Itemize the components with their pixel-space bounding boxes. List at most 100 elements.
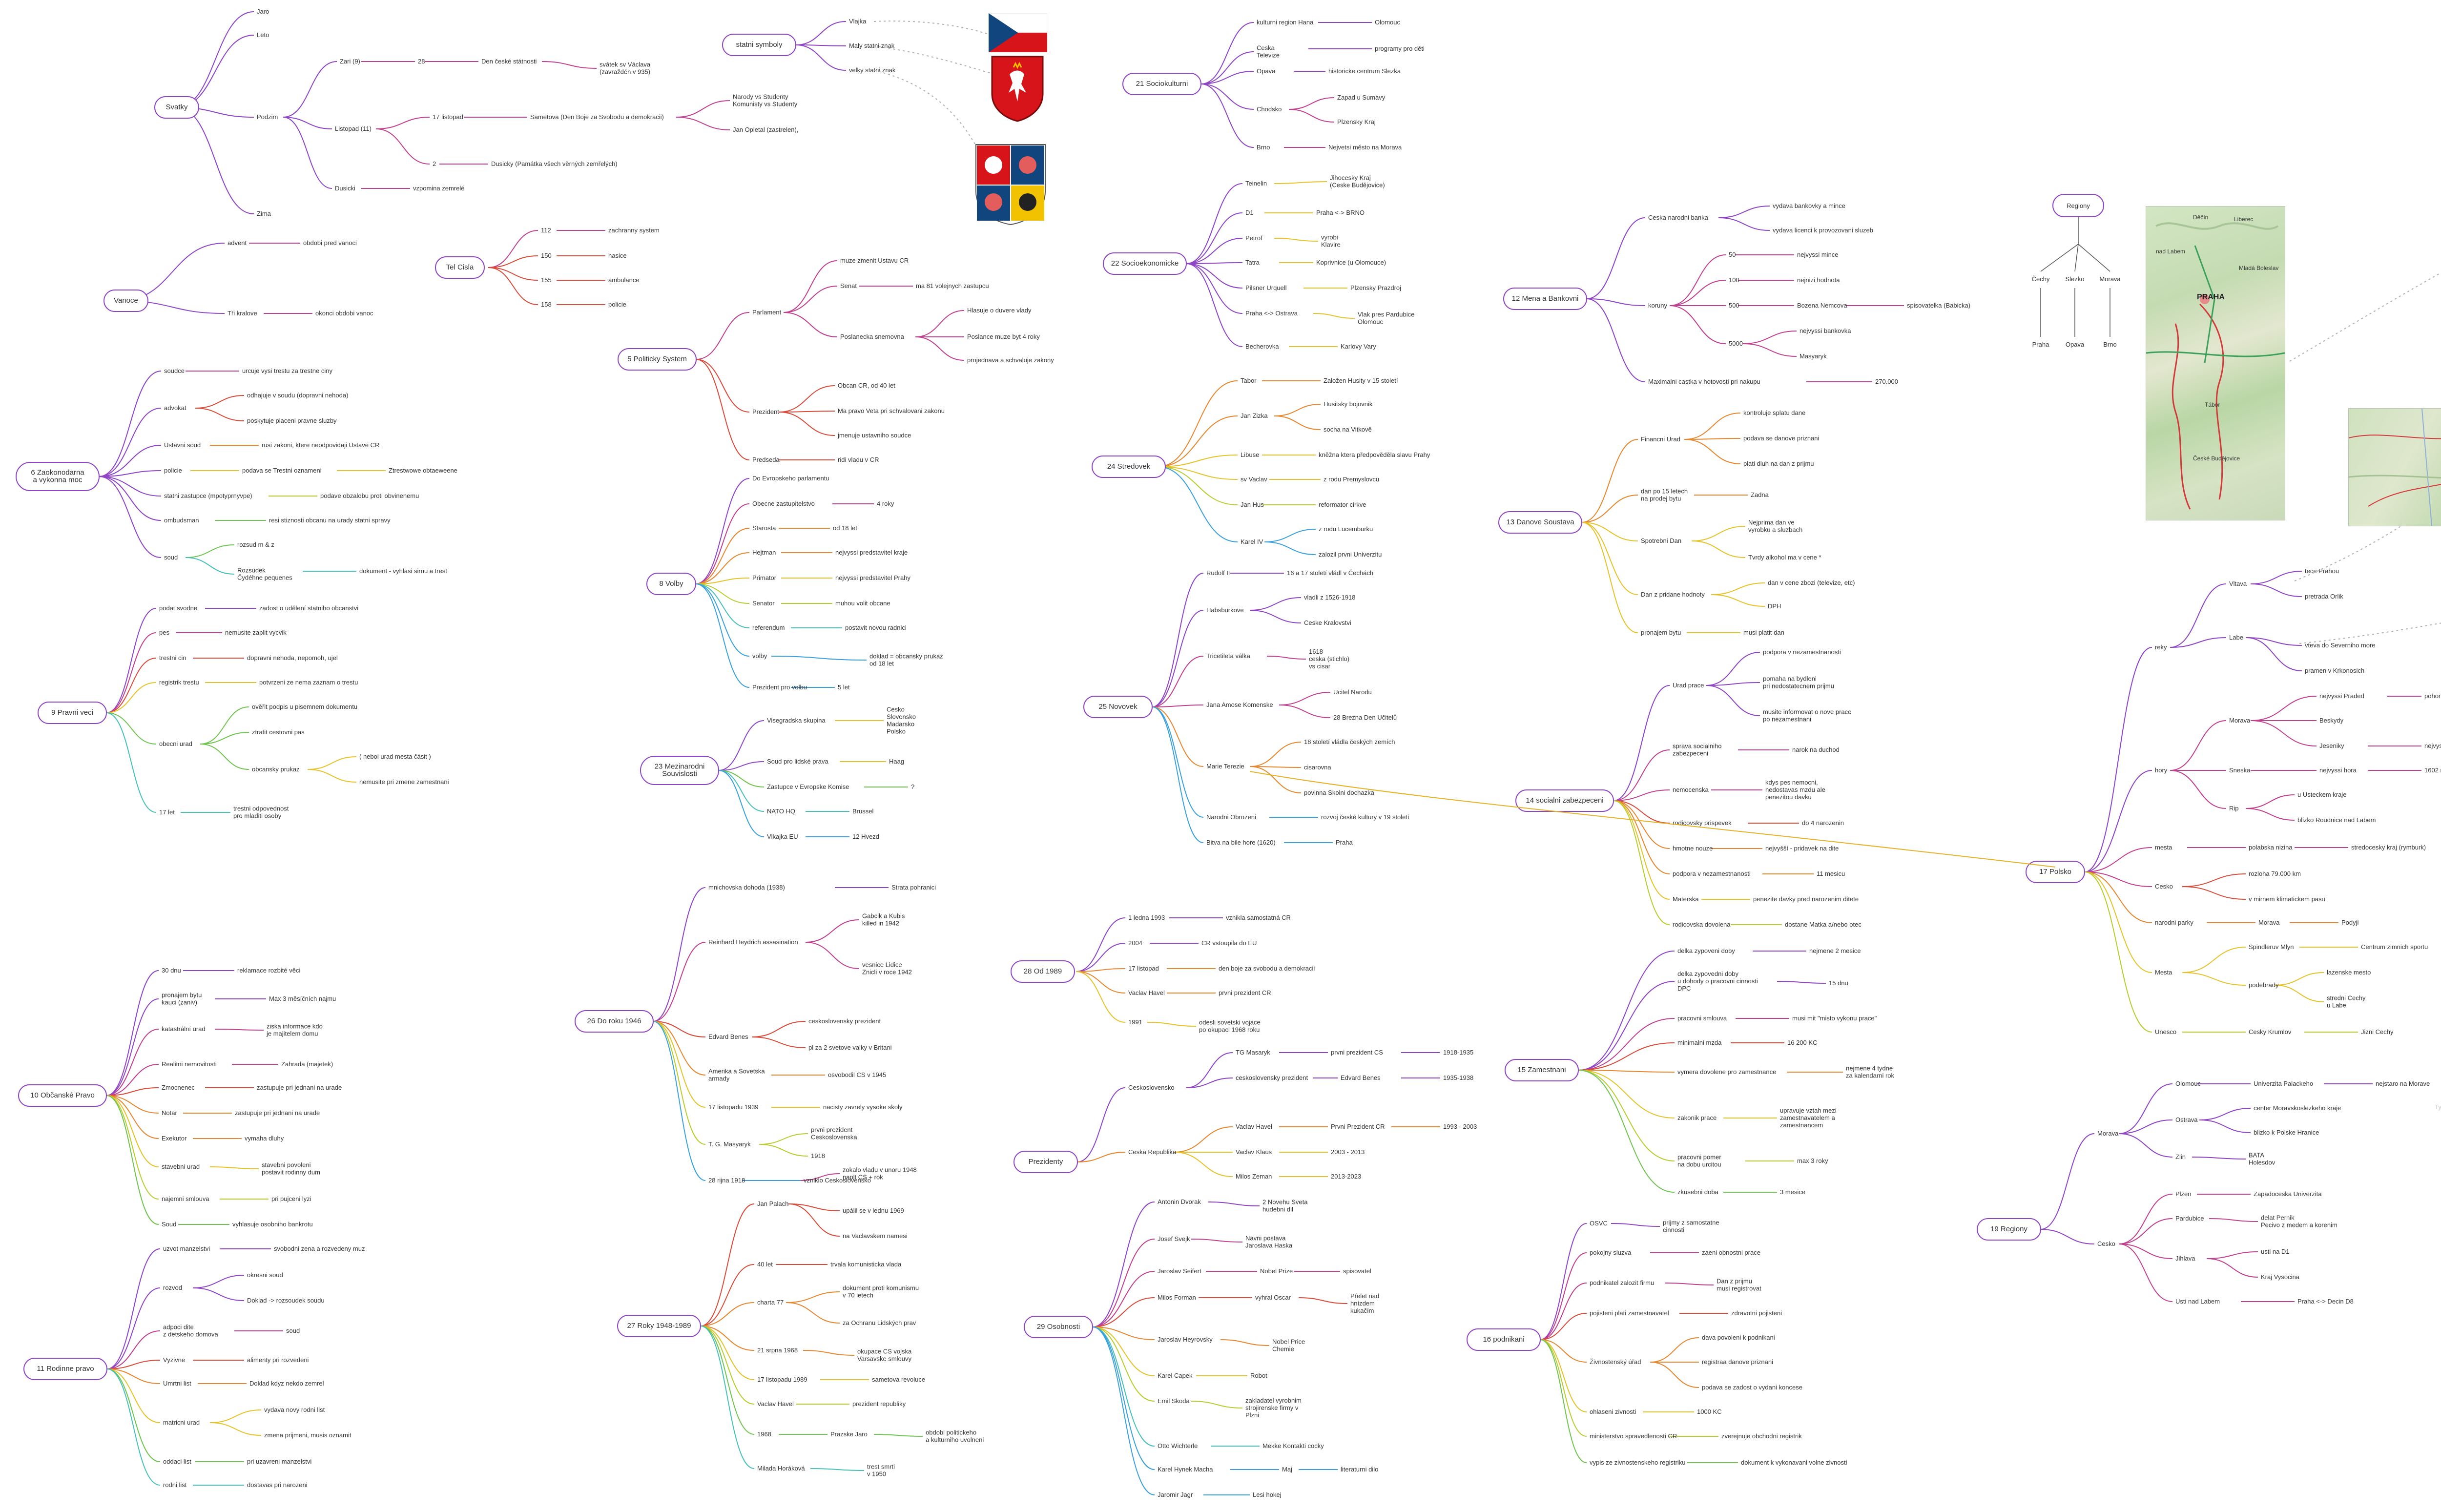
- topic-node-frame[interactable]: [16, 462, 100, 491]
- topic-node-frame[interactable]: [640, 756, 719, 785]
- branch-label: Opava: [1257, 67, 1276, 75]
- topic-node[interactable]: 26 Do roku 1946: [575, 1010, 654, 1033]
- branch-label: ( neboi urad mesta čásit ): [359, 753, 431, 760]
- branch-label: Sneska: [2229, 766, 2251, 774]
- branch-label: zakonik prace: [1677, 1114, 1717, 1121]
- branch-label: center Moravskoslezkeho kraje: [2254, 1104, 2341, 1112]
- branch-line: [106, 998, 159, 1096]
- topic-node-frame[interactable]: [1467, 1328, 1541, 1351]
- topic-node-frame[interactable]: [38, 702, 107, 724]
- branch-line: [759, 1144, 808, 1157]
- topic-node[interactable]: 5 Politicky System: [618, 348, 697, 371]
- topic-node-frame[interactable]: [2026, 861, 2085, 883]
- topic-node-frame[interactable]: [103, 290, 148, 312]
- branch-line: [1152, 704, 1204, 707]
- branch-label: podat svodne: [159, 604, 197, 612]
- branch-label: 17 listopad: [1128, 965, 1159, 972]
- topic-node[interactable]: 11 Rodinne pravo: [23, 1358, 107, 1380]
- branch-line: [1578, 1070, 1675, 1073]
- topic-node-frame[interactable]: [618, 348, 697, 371]
- topic-node-frame[interactable]: [1498, 511, 1582, 534]
- topic-node[interactable]: Svatky: [154, 96, 199, 119]
- topic-node[interactable]: Vanoce: [103, 290, 148, 312]
- topic-node[interactable]: 16 podnikani: [1467, 1328, 1541, 1351]
- topic-node-frame[interactable]: [1977, 1218, 2041, 1241]
- topic-node-frame[interactable]: [1011, 960, 1075, 983]
- topic-node[interactable]: 21 Sociokulturni: [1122, 73, 1201, 95]
- topic-node[interactable]: 12 Mena a Bankovni: [1503, 288, 1587, 310]
- topic-node-frame[interactable]: [1092, 456, 1166, 478]
- branch-label: Brno: [1257, 144, 1270, 151]
- branch-label: 4 roky: [877, 500, 894, 507]
- branch-line: [1684, 438, 1741, 440]
- branch-line: [176, 11, 254, 108]
- topic-node[interactable]: 13 Danove Soustava: [1498, 511, 1582, 534]
- branch-label: svátek sv Václava(zavraždén v 935): [600, 61, 651, 76]
- topic-node-frame[interactable]: [575, 1010, 654, 1033]
- branch-line: [1158, 466, 1238, 505]
- branch-label: Jihlava: [2175, 1255, 2195, 1262]
- branch-label: ambulance: [608, 276, 640, 284]
- topic-node-frame[interactable]: [154, 96, 199, 119]
- branch-label: Doklad kdyz nekdo zemrel: [249, 1380, 324, 1387]
- topic-node[interactable]: 25 Novovek: [1083, 696, 1153, 718]
- topic-node[interactable]: 15 Zamestnani: [1505, 1059, 1579, 1081]
- branch-line: [1578, 1042, 1675, 1071]
- topic-node[interactable]: 10 Občanské Pravo: [18, 1084, 107, 1107]
- topic-node[interactable]: 27 Roky 1948-1989: [617, 1315, 701, 1337]
- topic-node[interactable]: Tel Cisla: [435, 256, 485, 279]
- topic-node[interactable]: 14 socialni zabezpeceni: [1515, 789, 1614, 812]
- topic-node-frame[interactable]: [1122, 73, 1201, 95]
- topic-node-frame[interactable]: [435, 256, 485, 279]
- branch-line: [653, 887, 706, 1022]
- branch-lines: [99, 11, 2421, 1496]
- topic-node[interactable]: 8 Volby: [646, 573, 696, 595]
- branch-line: [1191, 1401, 1243, 1408]
- topic-node-frame[interactable]: [1024, 1316, 1093, 1338]
- branch-label: Zmocnenec: [162, 1084, 195, 1091]
- branch-line: [1540, 1339, 1587, 1412]
- topic-node[interactable]: statni symboly: [722, 34, 796, 56]
- branch-label: vzniklo Ceskoslovensko: [804, 1177, 871, 1184]
- topic-node-frame[interactable]: [1014, 1151, 1078, 1173]
- topic-node[interactable]: 28 Od 1989: [1011, 960, 1075, 983]
- topic-node-frame[interactable]: [18, 1084, 107, 1107]
- branch-label: Plzensky Prazdroj: [1350, 284, 1401, 291]
- topic-node-label: 29 Osobnosti: [1037, 1323, 1080, 1331]
- topic-nodes[interactable]: Svatky statni symboly 21 SociokulturniVano…: [16, 34, 2085, 1380]
- topic-node-frame[interactable]: [23, 1358, 107, 1380]
- branch-label: Univerzita Palackeho: [2254, 1080, 2313, 1087]
- map-liberec-label: Liberec: [2234, 216, 2253, 223]
- topic-node[interactable]: 19 Regiony: [1977, 1218, 2041, 1241]
- branch-line: [1174, 1152, 1233, 1177]
- branch-label: Jaro: [257, 8, 269, 15]
- topic-node-frame[interactable]: [646, 573, 696, 595]
- topic-node[interactable]: 29 Osobnosti: [1024, 1316, 1093, 1338]
- topic-node[interactable]: 17 Polsko: [2026, 861, 2085, 883]
- topic-node-frame[interactable]: [1515, 789, 1614, 812]
- topic-node[interactable]: 9 Pravni veci: [38, 702, 107, 724]
- topic-node-frame[interactable]: [722, 34, 796, 56]
- topic-node-frame[interactable]: [1103, 252, 1187, 275]
- topic-node[interactable]: 24 Stredovek: [1092, 456, 1166, 478]
- topic-node-frame[interactable]: [617, 1315, 701, 1337]
- branch-label: Cesko: [2097, 1240, 2115, 1247]
- topic-node-frame[interactable]: [1505, 1059, 1579, 1081]
- topic-node-frame[interactable]: [1083, 696, 1153, 718]
- topic-node[interactable]: 22 Socioekonomicke: [1103, 252, 1187, 275]
- branch-label: sv Vaclav: [1241, 476, 1267, 483]
- branch-label: ridi vladu v CR: [838, 456, 879, 463]
- branch-line: [783, 312, 838, 337]
- topic-node[interactable]: Prezidenty: [1014, 1151, 1078, 1173]
- czech-flag-icon: [988, 13, 1048, 52]
- branch-label: Praha <-> Decin D8: [2297, 1298, 2354, 1305]
- topic-node-frame[interactable]: [1503, 288, 1587, 310]
- type-something-hint[interactable]: Type something: [2435, 1103, 2441, 1111]
- branch-line: [873, 1434, 923, 1437]
